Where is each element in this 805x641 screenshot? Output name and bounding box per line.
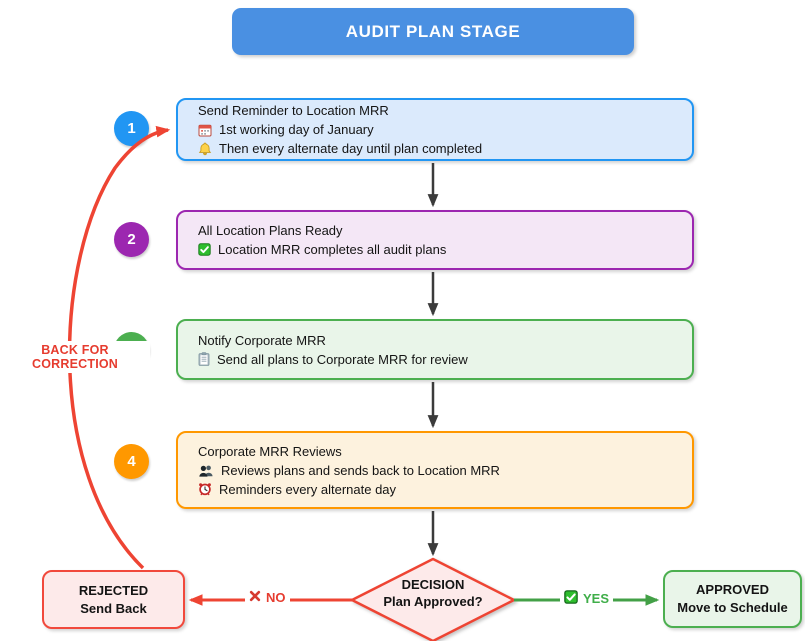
step-1-detail-1: 1st working day of January [198,120,692,139]
step-box-plans-ready: All Location Plans Ready Location MRR co… [176,210,694,270]
step-4-detail-1: Reviews plans and sends back to Location… [198,461,692,480]
alarm-clock-icon [198,482,212,496]
people-icon [198,464,214,477]
back-for-correction-label: BACK FOR CORRECTION [0,341,150,373]
step-box-notify-corporate: Notify Corporate MRR Send all plans to C… [176,319,694,380]
rejected-line1: REJECTED [78,582,149,598]
step-1-detail-2-text: Then every alternate day until plan comp… [219,141,483,156]
step-4-title: Corporate MRR Reviews [198,443,342,459]
checkbox-icon [564,590,578,607]
bell-icon [198,142,212,156]
decision-line2: Plan Approved? [383,594,483,609]
rejected-line2: Send Back [80,600,147,616]
step-2-detail-1: Location MRR completes all audit plans [198,240,692,259]
approved-line1: APPROVED [696,582,769,597]
step-4-number-badge: 4 [114,444,149,479]
step-4-detail-2: Reminders every alternate day [198,480,692,499]
step-2-number-badge: 2 [114,222,149,257]
decision-line1: DECISION [401,577,465,592]
calendar-icon [198,123,212,137]
yes-text: YES [583,591,610,606]
step-box-send-reminder: Send Reminder to Location MRR 1st workin… [176,98,694,161]
checkbox-icon [198,243,211,256]
cross-icon [249,590,261,605]
step-1-title: Send Reminder to Location MRR [198,103,389,118]
decision-label: DECISION Plan Approved? [352,576,514,610]
step-2-detail-1-text: Location MRR completes all audit plans [218,242,447,257]
approved-line2: Move to Schedule [677,600,788,615]
approved-box: APPROVED Move to Schedule [663,570,802,628]
step-3-detail-1: Send all plans to Corporate MRR for revi… [198,350,692,369]
clipboard-icon [198,352,210,366]
rejected-box: REJECTED Send Back [42,570,185,629]
page-title: AUDIT PLAN STAGE [232,8,634,55]
no-edge-label: NO [245,588,290,607]
step-4-detail-1-text: Reviews plans and sends back to Location… [221,462,500,478]
step-1-detail-1-text: 1st working day of January [219,122,374,137]
step-3-detail-1-text: Send all plans to Corporate MRR for revi… [217,351,468,367]
yes-edge-label: YES [560,588,614,609]
step-box-corporate-reviews: Corporate MRR Reviews Reviews plans and … [176,431,694,509]
step-3-title: Notify Corporate MRR [198,332,326,348]
step-2-title: All Location Plans Ready [198,223,343,238]
step-1-number-badge: 1 [114,111,149,146]
no-text: NO [266,590,286,605]
step-4-detail-2-text: Reminders every alternate day [219,481,397,497]
step-1-detail-2: Then every alternate day until plan comp… [198,139,692,158]
